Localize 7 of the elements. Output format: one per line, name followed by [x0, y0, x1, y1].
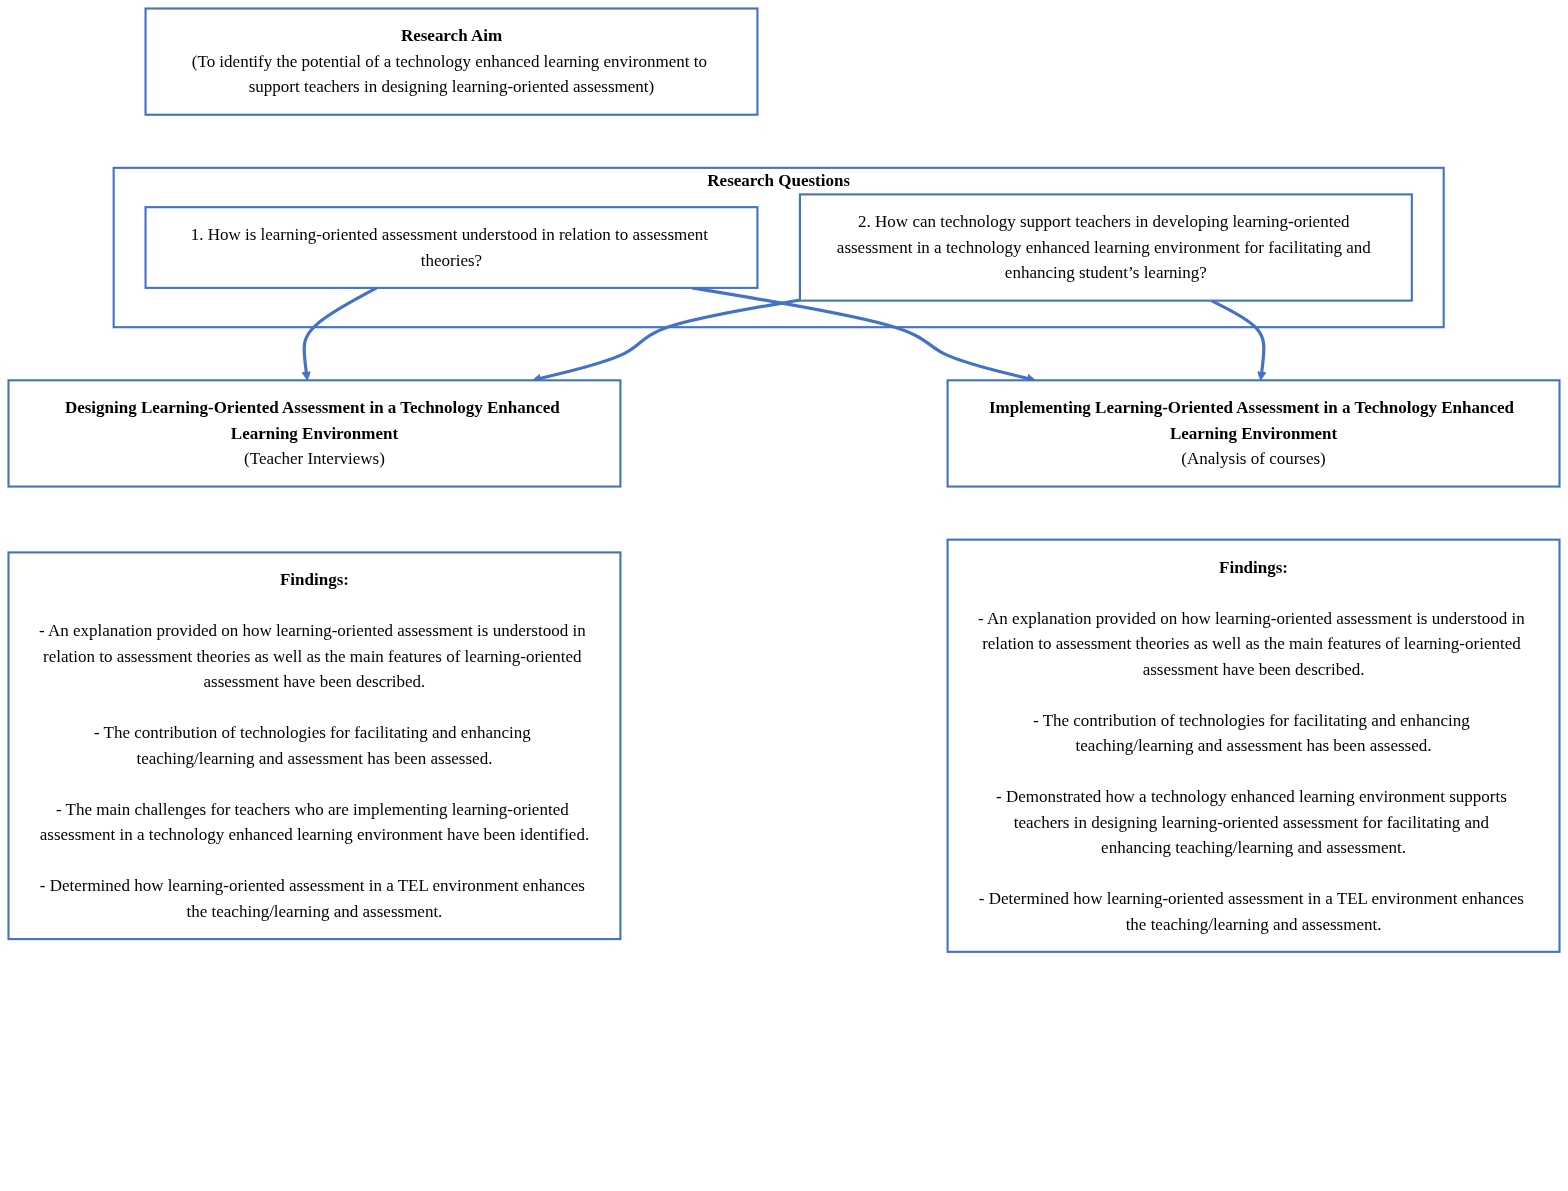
node-box: Findings: - An explanation provided on how learning-oriented assessment is understood in relation to assessment theories as well as the main features of learning-oriented assessment have been described. - The contribution of technologies for facilitating and enhancing teaching/learning and assessment has been assessed. - The main challenges for teachers who are implementing learning-oriented assessment in a technology enhanced learning environment have been identified. - Determined how learning-oriented assessment in a TEL environment enhances the teaching/learning and assessment. [7, 551, 622, 941]
node-box: Designing Learning-Oriented Assessment in a Technology Enhanced Learning Environment (Teacher Interviews) [7, 379, 622, 488]
node-box: 2. How can technology support teachers in developing learning-oriented assessment in a technology enhanced learning environment for facilitating and enhancing student’s learning? [798, 193, 1413, 302]
node-box: Findings: - An explanation provided on how learning-oriented assessment is understood in relation to assessment theories as well as the main features of learning-oriented assessment have been described. - The contribution of technologies for facilitating and enhancing teaching/learning and assessment has been assessed. - Demonstrated how a technology enhanced learning environment supports teachers in designing learning-oriented assessment for facilitating and enhancing teaching/learning and assessment. - Determined how learning-oriented assessment in a TEL environment enhances the teaching/learning and assessment. [946, 538, 1561, 953]
node-box: Research Aim (To identify the potential of a technology enhanced learning environment to support teachers in designing learning-oriented assessment) [144, 7, 759, 116]
node-box: Implementing Learning-Oriented Assessment in a Technology Enhanced Learning Environment (Analysis of courses) [946, 379, 1561, 488]
node-box: 1. How is learning-oriented assessment understood in relation to assessment theories? [144, 206, 759, 289]
